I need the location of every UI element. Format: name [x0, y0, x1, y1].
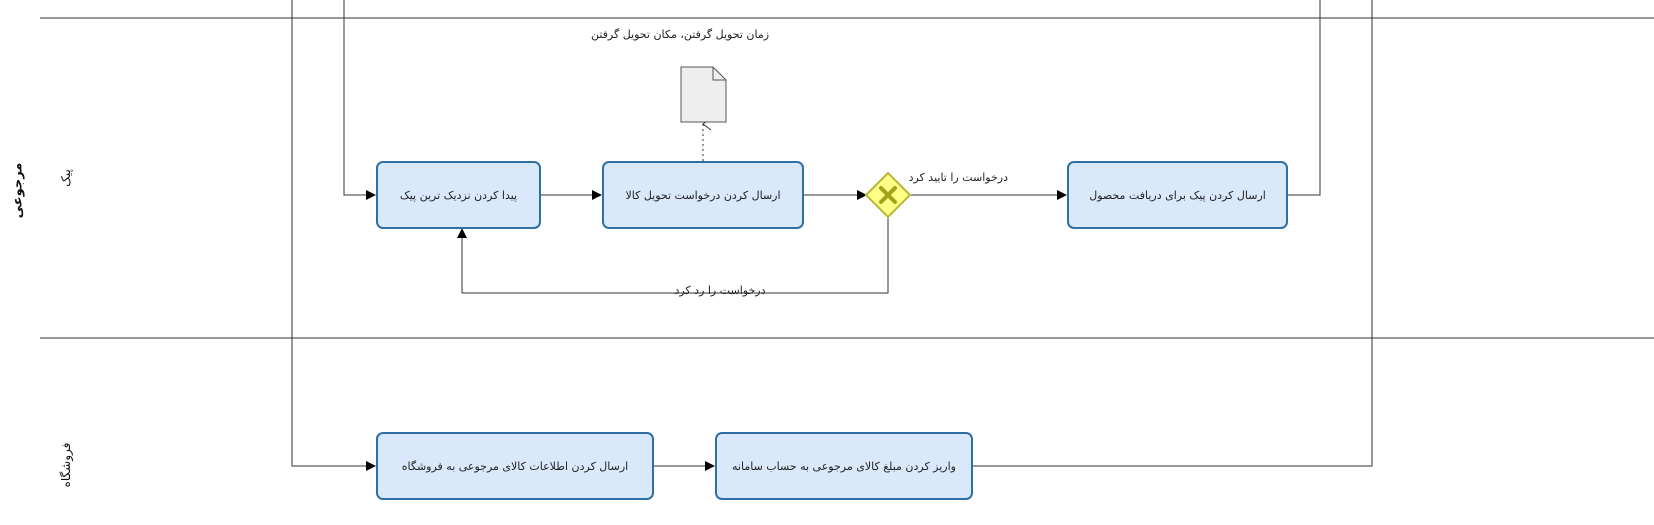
gateway-x-marker	[879, 186, 897, 204]
data-object-label: زمان تحویل گرفتن، مکان تحویل گرفتن	[590, 28, 770, 41]
data-object	[680, 66, 727, 123]
flow-send-courier-out	[1287, 0, 1321, 196]
flow-rejected	[457, 217, 889, 294]
flow-label-approved: درخواست را تایید کرد	[908, 171, 1008, 184]
flow-into-find-courier	[343, 0, 376, 200]
lane-label-courier: پیک	[59, 169, 73, 187]
flow-label-rejected: درخواست را رد کرد	[674, 284, 766, 297]
pool-label: مرجوعی	[10, 162, 26, 219]
flow-into-send-info	[291, 0, 376, 471]
task-send-courier[interactable]: ارسال کردن پیک برای دریافت محصول	[1067, 161, 1288, 229]
task-deposit-amount[interactable]: واریز کردن مبلغ کالای مرجوعی به حساب سام…	[715, 432, 973, 500]
flow-deposit-out	[972, 0, 1373, 467]
task-find-nearest-courier[interactable]: پیدا کردن نزدیک ترین پیک	[376, 161, 541, 229]
lane-label-store: فروشگاه	[59, 442, 73, 488]
task-send-return-info[interactable]: ارسال کردن اطلاعات کالای مرجوعی به فروشگ…	[376, 432, 654, 500]
task-send-delivery-request[interactable]: ارسال کردن درخواست تحویل کالا	[602, 161, 804, 229]
data-object-fold	[712, 67, 726, 81]
